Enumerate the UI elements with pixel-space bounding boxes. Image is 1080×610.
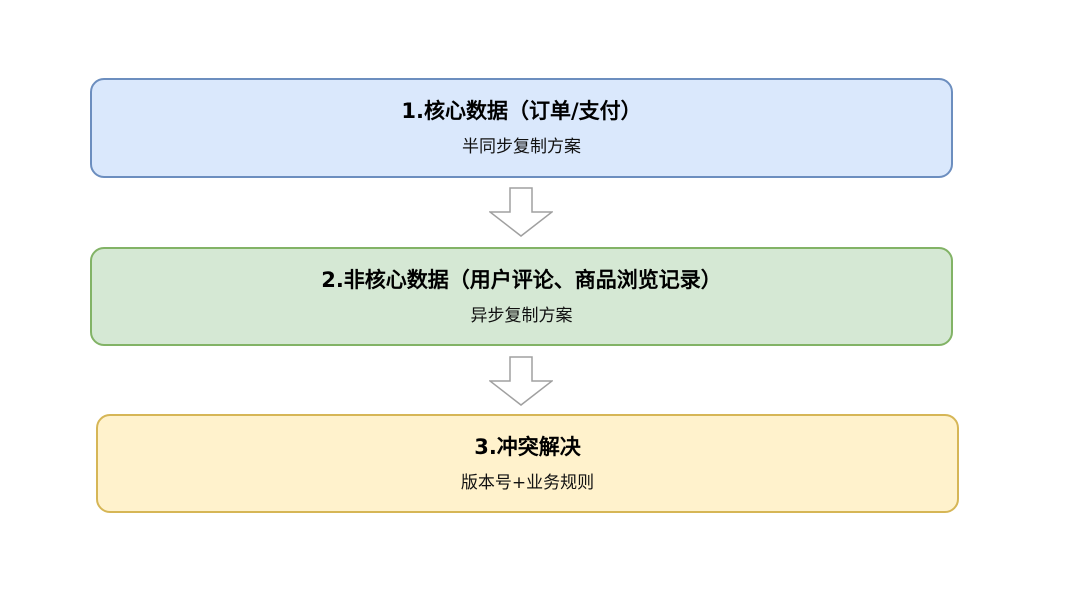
down-arrow-icon — [489, 187, 553, 237]
down-arrow-icon — [489, 356, 553, 406]
step-box-non-core-data: 2.非核心数据（用户评论、商品浏览记录） 异步复制方案 — [90, 247, 953, 346]
step-title: 3.冲突解决 — [474, 434, 581, 459]
step-title: 1.核心数据（订单/支付） — [401, 99, 642, 123]
step-title: 2.非核心数据（用户评论、商品浏览记录） — [321, 267, 722, 292]
step-box-core-data: 1.核心数据（订单/支付） 半同步复制方案 — [90, 78, 953, 178]
step-subtitle: 异步复制方案 — [470, 305, 573, 326]
step-subtitle: 版本号+业务规则 — [460, 472, 595, 493]
step-subtitle: 半同步复制方案 — [462, 137, 581, 157]
step-box-conflict-resolution: 3.冲突解决 版本号+业务规则 — [96, 414, 959, 513]
